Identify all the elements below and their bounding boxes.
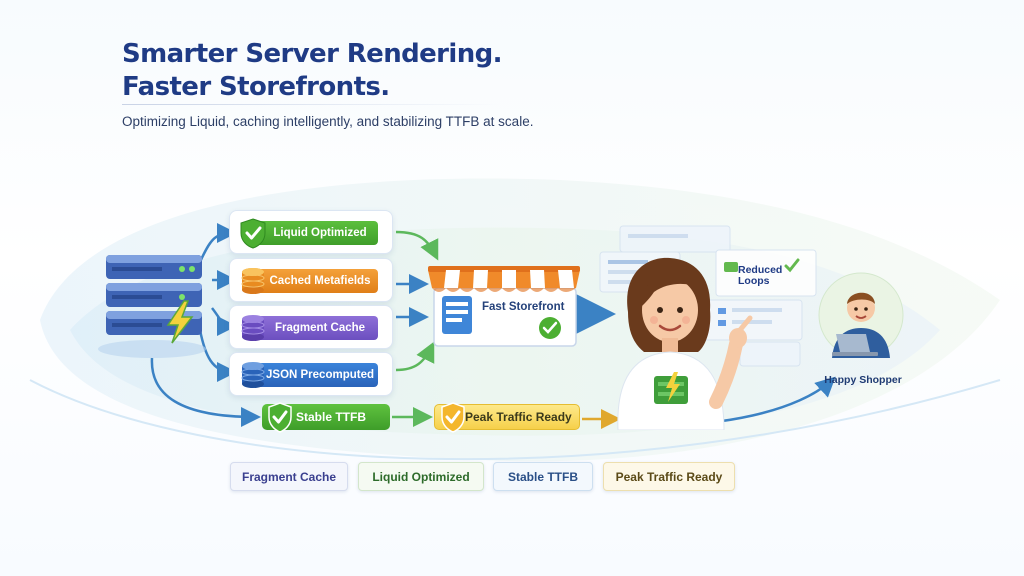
title-line-1: Smarter Server Rendering. xyxy=(122,39,503,69)
peak-traffic-badge: Peak Traffic Ready xyxy=(434,402,580,433)
reduced-loops-line-2: Loops xyxy=(738,275,770,287)
step-label: Liquid Optimized xyxy=(248,221,378,245)
step-liquid-optimized: Liquid Optimized xyxy=(229,210,393,254)
check-shield-icon xyxy=(441,402,465,433)
stable-ttfb-badge: Stable TTFB xyxy=(262,402,390,433)
stable-ttfb-label: Stable TTFB xyxy=(296,410,367,424)
step-cached-metafields: Cached Metafields xyxy=(229,258,393,302)
reduced-loops-line-1: Reduced xyxy=(738,264,783,276)
tag-peak-traffic-ready[interactable]: Peak Traffic Ready xyxy=(603,462,735,491)
database-icon xyxy=(241,315,265,341)
storefront-icon xyxy=(428,266,580,347)
step-fragment-cache: Fragment Cache xyxy=(229,305,393,349)
happy-shopper-illustration xyxy=(818,272,904,358)
step-label: Cached Metafields xyxy=(248,269,378,293)
tag-stable-ttfb[interactable]: Stable TTFB xyxy=(493,462,593,491)
tag-fragment-cache[interactable]: Fragment Cache xyxy=(230,462,348,491)
title-line-2: Faster Storefronts. xyxy=(122,72,390,102)
check-shield-icon xyxy=(268,402,292,433)
storefront-label: Fast Storefront xyxy=(482,301,565,313)
step-label: Fragment Cache xyxy=(248,316,378,340)
database-icon xyxy=(241,268,265,294)
database-icon xyxy=(241,362,265,388)
tag-liquid-optimized[interactable]: Liquid Optimized xyxy=(358,462,484,491)
step-label: JSON Precomputed xyxy=(248,363,378,387)
step-json-precomputed: JSON Precomputed xyxy=(229,352,393,396)
server-stack-icon xyxy=(98,255,206,358)
check-shield-icon xyxy=(240,218,266,249)
title-divider xyxy=(122,104,502,105)
page-subtitle: Optimizing Liquid, caching intelligently… xyxy=(122,114,534,129)
peak-traffic-label: Peak Traffic Ready xyxy=(465,410,572,424)
reduced-loops-label: Reduced Loops xyxy=(738,265,800,287)
page-title: Smarter Server Rendering. Faster Storefr… xyxy=(122,38,503,104)
developer-woman-illustration xyxy=(617,257,753,430)
happy-shopper-label: Happy Shopper xyxy=(824,374,902,386)
